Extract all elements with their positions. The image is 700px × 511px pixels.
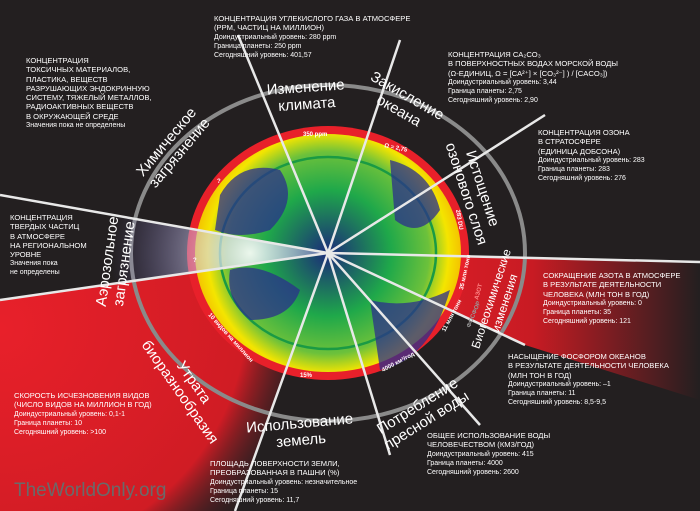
ocean-info: КОНЦЕНТРАЦИЯ Ca₂CO₃В ПОВЕРХНОСТНЫХ ВОДАХ… <box>448 50 618 104</box>
azot-label: АЗОТ <box>474 283 484 301</box>
segment-dividers <box>0 34 700 511</box>
svg-text:Изменениеклимата: Изменениеклимата <box>266 76 346 115</box>
ring-label-land: 15% <box>300 373 313 379</box>
segment-climate-label: Изменение <box>266 76 345 98</box>
watermark: TheWorldOnly.org <box>14 480 167 501</box>
ring-label-ocean: Ω = 2,75 <box>384 143 409 154</box>
ring-label-co2: 350 ppm <box>303 132 327 138</box>
ring-label-aerosol: ? <box>193 258 197 264</box>
ring-label-chemical: ? <box>217 179 221 185</box>
earth-continents <box>215 160 450 370</box>
biodiv-info: СКОРОСТЬ ИСЧЕЗНОВЕНИЯ ВИДОВ(ЧИСЛО ВИДОВ … <box>14 391 152 436</box>
land-info: ПЛОЩАДЬ ПОВЕРХНОСТИ ЗЕМЛИ,ПРЕОБРАЗОВАННА… <box>210 459 358 504</box>
co2-info: КОНЦЕНТРАЦИЯ УГЛЕКИСЛОГО ГАЗА В АТМОСФЕР… <box>214 14 411 59</box>
svg-text:Закислениеокеана: Закислениеокеана <box>359 68 447 138</box>
ring-label-ozone: 283 DU <box>454 209 463 230</box>
